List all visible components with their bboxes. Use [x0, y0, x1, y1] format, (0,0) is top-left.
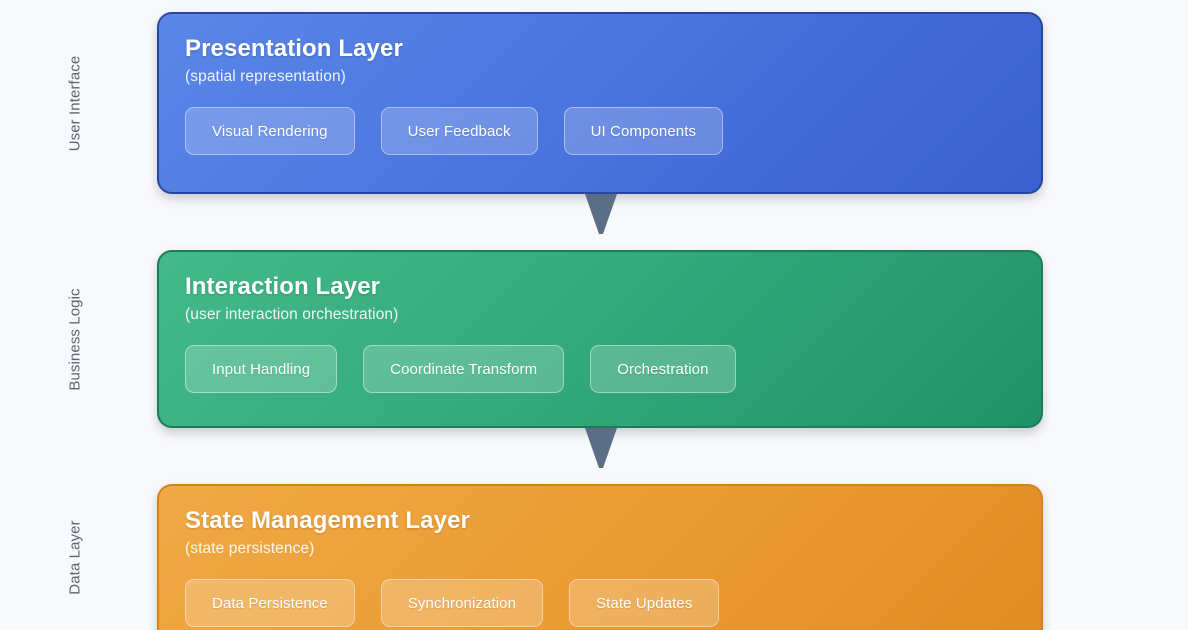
connector-arrow-presentation-to-interaction	[584, 194, 618, 250]
layer-state-management[interactable]: State Management Layer (state persistenc…	[157, 484, 1043, 630]
layer-subtitle: (spatial representation)	[185, 67, 346, 85]
chip-row: Input Handling Coordinate Transform Orch…	[185, 345, 1015, 394]
chip-synchronization[interactable]: Synchronization	[380, 579, 544, 628]
arrow-down-icon	[585, 194, 617, 234]
layer-interaction[interactable]: Interaction Layer (user interaction orch…	[157, 250, 1043, 428]
band-label-text: User Interface	[66, 55, 84, 151]
chip-state-updates[interactable]: State Updates	[569, 579, 720, 628]
layer-title: Interaction Layer	[185, 273, 381, 300]
chip-visual-rendering[interactable]: Visual Rendering	[185, 107, 355, 156]
band-label-data-layer: Data Layer	[0, 484, 150, 630]
band-label-user-interface: User Interface	[0, 12, 150, 194]
chip-row: Data Persistence Synchronization State U…	[185, 579, 1015, 628]
chip-orchestration[interactable]: Orchestration	[590, 345, 736, 394]
layer-title: State Management Layer	[185, 507, 470, 534]
band-label-text: Business Logic	[66, 287, 84, 391]
chip-user-feedback[interactable]: User Feedback	[380, 107, 538, 156]
layer-subtitle: (user interaction orchestration)	[185, 305, 399, 323]
connector-arrow-interaction-to-state	[584, 428, 618, 484]
chip-coordinate-transform[interactable]: Coordinate Transform	[363, 345, 565, 394]
layer-title: Presentation Layer	[185, 35, 403, 62]
chip-row: Visual Rendering User Feedback UI Compon…	[185, 107, 1015, 156]
arrow-down-icon	[585, 428, 617, 468]
chip-ui-components[interactable]: UI Components	[563, 107, 724, 156]
chip-data-persistence[interactable]: Data Persistence	[185, 579, 355, 628]
layer-presentation[interactable]: Presentation Layer (spatial representati…	[157, 12, 1043, 194]
chip-input-handling[interactable]: Input Handling	[185, 345, 338, 394]
right-gutter	[1188, 0, 1200, 630]
band-label-text: Data Layer	[66, 519, 84, 595]
layer-subtitle: (state persistence)	[185, 539, 315, 557]
band-label-business-logic: Business Logic	[0, 250, 150, 428]
